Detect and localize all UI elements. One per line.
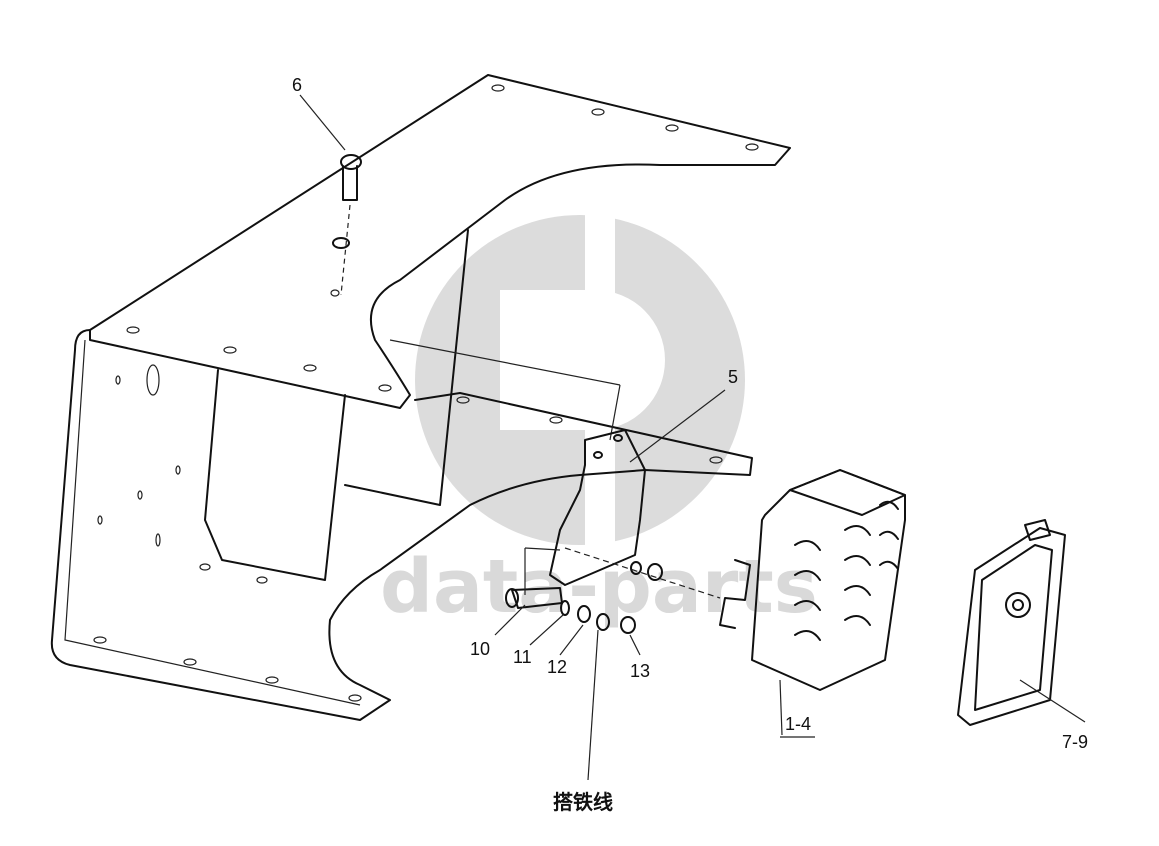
part-10-leader — [494, 604, 526, 636]
part-6-leader — [299, 94, 346, 151]
label-part-12: 12 — [547, 657, 567, 677]
label-part-6: 6 — [292, 75, 302, 95]
bracket-rear-web — [344, 229, 469, 506]
ground-wire-leader — [389, 339, 621, 386]
fastener-set — [494, 547, 721, 781]
label-part-7-9: 7-9 — [1062, 732, 1088, 752]
label-part-10: 10 — [470, 639, 490, 659]
ground-wire-drop — [609, 384, 621, 441]
part-13-leader — [629, 634, 641, 656]
part-10-top-guide — [524, 547, 561, 551]
label-part-5: 5 — [728, 367, 738, 387]
label-ground-wire: 搭铁线 — [553, 790, 613, 814]
bracket-side-plate — [50, 329, 753, 721]
label-part-11: 11 — [513, 647, 532, 667]
label-part-1-4: 1-4 — [785, 714, 811, 734]
part-12-leader — [559, 624, 584, 656]
bracket-inner-edge — [64, 339, 361, 706]
label-part-13: 13 — [630, 661, 650, 681]
part-11-leader — [529, 614, 564, 646]
holes — [93, 84, 759, 702]
part-5-leader — [629, 389, 726, 463]
part-7-9-leader — [1019, 679, 1086, 723]
part-1-4-leader — [779, 679, 783, 736]
main-bracket — [50, 74, 791, 721]
part-5-mount-plate — [549, 389, 726, 586]
ground-wire-label-leader — [587, 629, 599, 781]
part-12-washer — [577, 605, 591, 623]
watermark-logo-d — [500, 290, 665, 430]
bracket-top-plate — [89, 74, 791, 409]
part-13-nut — [620, 616, 636, 634]
part-6-bolt — [299, 94, 362, 296]
watermark-logo-bar — [585, 210, 615, 550]
bracket-web-plate — [204, 369, 346, 581]
watermark: data-parts — [380, 210, 818, 630]
part-1-4-housing — [719, 469, 906, 736]
part-11-washer — [560, 600, 570, 616]
part-7-9-cover — [957, 519, 1086, 726]
